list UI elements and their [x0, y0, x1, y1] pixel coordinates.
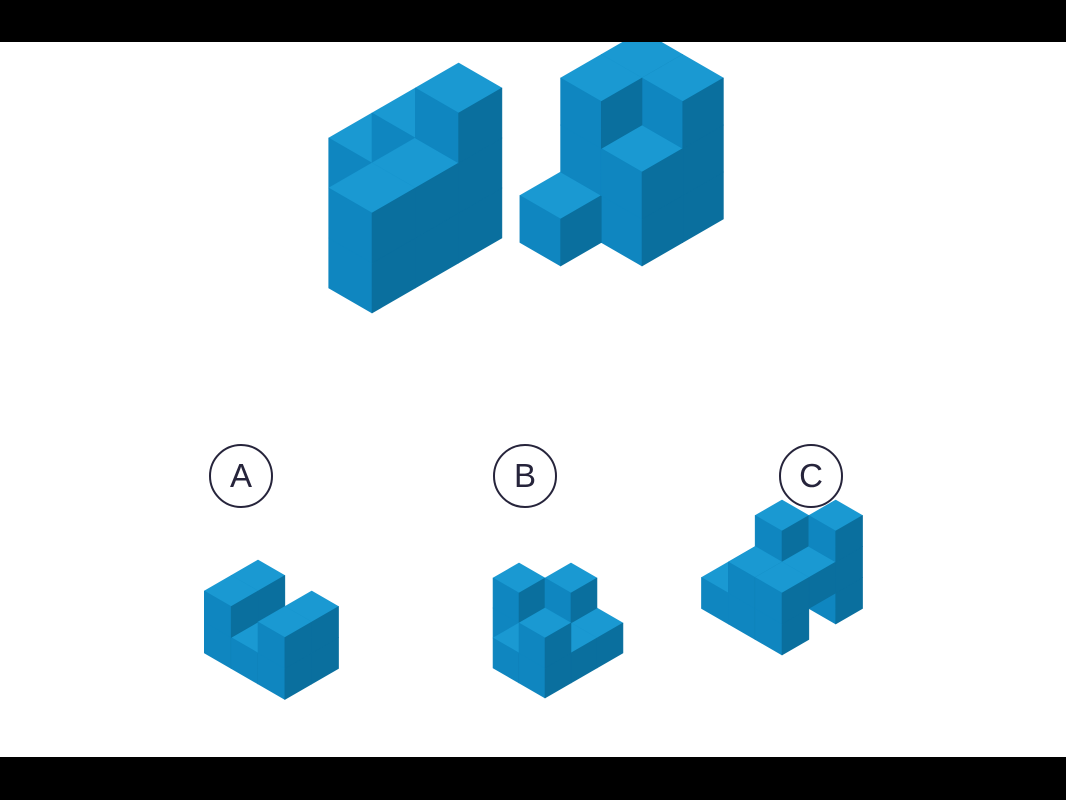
letterbox-top	[0, 0, 1066, 42]
cube-right-face	[570, 577, 598, 624]
given-shape-left	[328, 62, 503, 314]
cube-right-face	[641, 148, 684, 220]
given-shape-right	[519, 42, 724, 267]
cube-right-face	[781, 577, 810, 625]
option-c-shape[interactable]	[701, 499, 863, 656]
puzzle-canvas: A B C	[0, 42, 1066, 757]
cube-right-face	[284, 621, 312, 669]
cube-right-face	[600, 77, 643, 149]
option-b-label[interactable]: B	[493, 444, 557, 508]
shapes-svg	[204, 42, 863, 700]
option-c-label[interactable]: C	[779, 444, 843, 508]
cube-right-face	[560, 195, 602, 267]
cube-right-face	[230, 590, 259, 638]
option-a-label[interactable]: A	[209, 444, 273, 508]
cube-right-face	[458, 87, 503, 164]
option-a-shape[interactable]	[204, 559, 339, 700]
cube-right-face	[835, 515, 863, 563]
cube-right-face	[544, 622, 572, 669]
cube-right-face	[371, 187, 416, 264]
cube-right-face	[682, 77, 724, 149]
letterbox-bottom	[0, 757, 1066, 800]
option-b-shape[interactable]	[492, 562, 624, 699]
